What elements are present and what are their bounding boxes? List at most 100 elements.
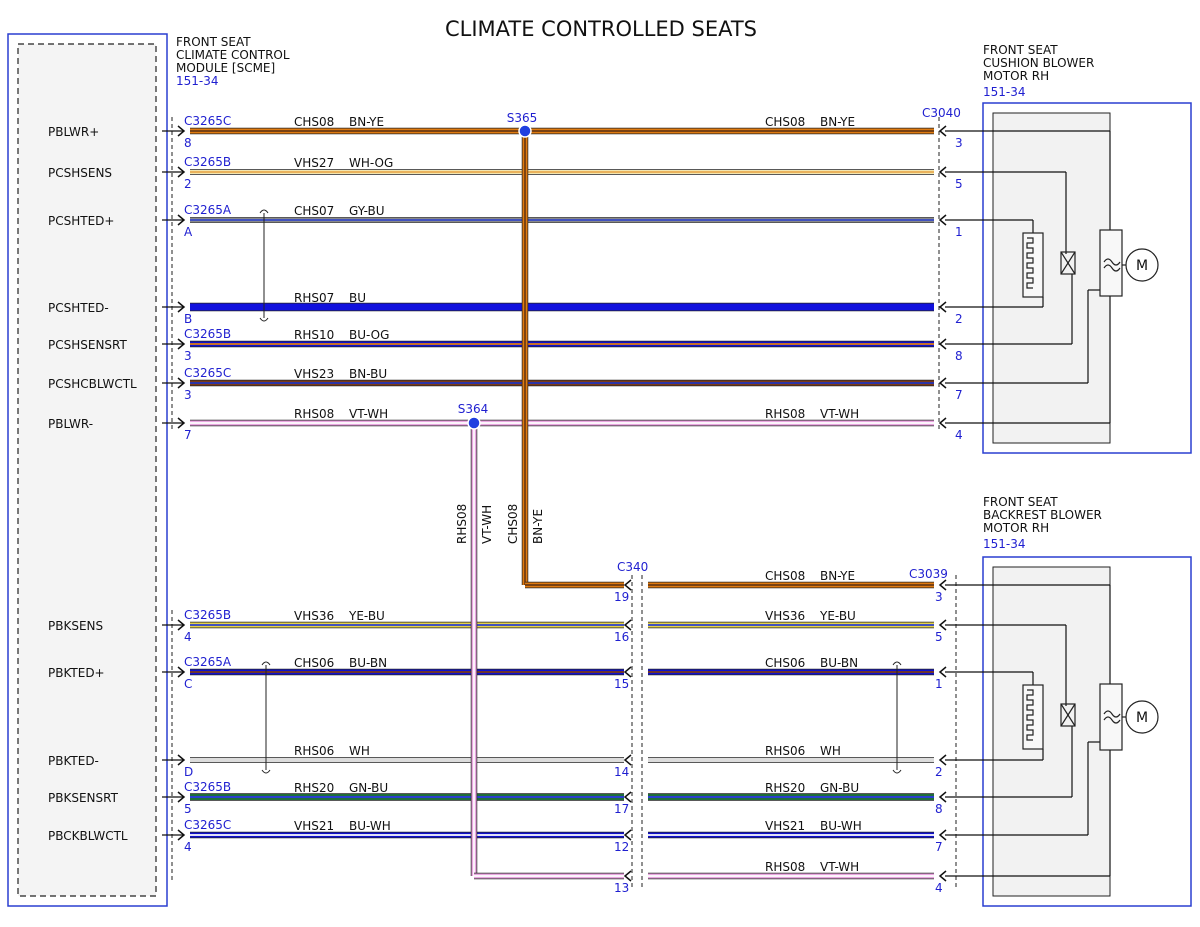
backrest-5-mid-pin: 12: [614, 840, 629, 854]
cushion-0-signal: PBLWR+: [48, 125, 99, 139]
cushion-4-signal: PCSHSENSRT: [48, 338, 128, 352]
cushion-0-right-color: BN-YE: [820, 115, 855, 129]
backrest-6-end-pin: 4: [935, 881, 943, 895]
vertical-label-rhs08: RHS08: [455, 504, 469, 544]
backrest-1-signal: PBKSENS: [48, 619, 103, 633]
backrest-internals: [1022, 683, 1159, 751]
backrest-1-arrow-out: [938, 619, 947, 631]
cushion-5-pin: 3: [184, 388, 192, 402]
cushion-2-circuit: CHS07: [294, 204, 334, 218]
backrest-2-end-pin: 1: [935, 677, 943, 691]
backrest-1-arrow-mid: [623, 619, 632, 631]
backrest-heater-element: [1022, 684, 1044, 750]
connector-c3039-label: C3039: [909, 567, 948, 581]
cushion-3-arrow-in: [177, 301, 186, 313]
cushion-1-end-pin: 5: [955, 177, 963, 191]
cushion-3-end-pin: 2: [955, 312, 963, 326]
cushion-3-circuit: RHS07: [294, 291, 334, 305]
backrest-2-right-circuit: CHS06: [765, 656, 805, 670]
scme-module-outline: [7, 33, 168, 907]
backrest-5-end-pin: 7: [935, 840, 943, 854]
cushion-2-pin: A: [184, 225, 193, 239]
backrest-1-arrow-in: [177, 619, 186, 631]
backrest-motor-symbol: M: [1136, 710, 1148, 726]
backrest-5-arrow-out: [938, 829, 947, 841]
cushion-5-arrow-in: [177, 377, 186, 389]
cushion-3-arrow-out: [938, 301, 947, 313]
backrest-6-mid-pin: 13: [614, 881, 629, 895]
backrest-5-arrow-in: [177, 829, 186, 841]
backrest-4-end-pin: 8: [935, 802, 943, 816]
cushion-4-circuit: RHS10: [294, 328, 334, 342]
backrest-3-signal: PBKTED-: [48, 754, 99, 768]
cushion-5-circuit: VHS23: [294, 367, 334, 381]
backrest-3-right-color: WH: [820, 744, 841, 758]
cushion-controller-wave-icon: [1103, 258, 1121, 272]
backrest-2-circuit: CHS06: [294, 656, 334, 670]
backrest-module-outline: [982, 556, 1192, 907]
cushion-5-signal: PCSHCBLWCTL: [48, 377, 137, 391]
cushion-4-end-pin: 8: [955, 349, 963, 363]
backrest-label-line-2: BACKREST BLOWER: [983, 508, 1102, 522]
cushion-3-signal: PCSHTED-: [48, 301, 109, 315]
cushion-6-color: VT-WH: [349, 407, 388, 421]
wires: [162, 124, 1111, 882]
cushion-1-arrow-out: [938, 166, 947, 178]
cushion-4-arrow-out: [938, 338, 947, 350]
backrest-4-arrow-out: [938, 791, 947, 803]
cushion-3-color: BU: [349, 291, 366, 305]
cushion-5-color: BN-BU: [349, 367, 387, 381]
backrest-5-right-circuit: VHS21: [765, 819, 805, 833]
connector-c3040-label: C3040: [922, 106, 961, 120]
cushion-internals: [1022, 229, 1159, 298]
backrest-thermistor-icon: [1060, 703, 1076, 727]
backrest-2-arrow-mid: [623, 666, 632, 678]
cushion-0-color: BN-YE: [349, 115, 384, 129]
scme-ref: 151-34: [176, 74, 219, 88]
backrest-4-connector: C3265B: [184, 780, 231, 794]
backrest-1-end-pin: 5: [935, 630, 943, 644]
cushion-2-arrow-in: [177, 214, 186, 226]
cushion-1-signal: PCSHSENS: [48, 166, 112, 180]
backrest-1-connector: C3265B: [184, 608, 231, 622]
backrest-0-arrow-out: [938, 579, 947, 591]
backrest-3-arrow-in: [177, 754, 186, 766]
backrest-twisted-pair-left-icon: [261, 661, 271, 774]
backrest-3-right-circuit: RHS06: [765, 744, 805, 758]
backrest-3-mid-pin: 14: [614, 765, 629, 779]
backrest-2-signal: PBKTED+: [48, 666, 105, 680]
splice-s365-label: S365: [507, 111, 538, 125]
backrest-0-mid-pin: 19: [614, 590, 629, 604]
cushion-6-right-circuit: RHS08: [765, 407, 805, 421]
backrest-0-end-pin: 3: [935, 590, 943, 604]
backrest-4-arrow-mid: [623, 791, 632, 803]
backrest-controller-wave-icon: [1103, 710, 1121, 724]
backrest-5-arrow-mid: [623, 829, 632, 841]
backrest-5-connector: C3265C: [184, 818, 231, 832]
backrest-1-right-color: YE-BU: [819, 609, 856, 623]
backrest-3-circuit: RHS06: [294, 744, 334, 758]
cushion-thermistor-icon: [1060, 251, 1076, 275]
cushion-heater-element: [1022, 232, 1044, 298]
cushion-0-right-circuit: CHS08: [765, 115, 805, 129]
cushion-0-arrow-in: [177, 125, 186, 137]
cushion-1-color: WH-OG: [349, 156, 393, 170]
cushion-6-arrow-in: [177, 417, 186, 429]
backrest-2-connector: C3265A: [184, 655, 232, 669]
cushion-1-arrow-in: [177, 166, 186, 178]
cushion-0-arrow-out: [938, 125, 947, 137]
backrest-6-arrow-mid: [623, 870, 632, 882]
diagram-title: CLIMATE CONTROLLED SEATS: [445, 17, 757, 41]
backrest-5-pin: 4: [184, 840, 192, 854]
cushion-1-pin: 2: [184, 177, 192, 191]
backrest-1-pin: 4: [184, 630, 192, 644]
cushion-2-signal: PCSHTED+: [48, 214, 114, 228]
backrest-4-color: GN-BU: [349, 781, 388, 795]
backrest-4-right-circuit: RHS20: [765, 781, 805, 795]
scme-label-line-2: CLIMATE CONTROL: [176, 48, 290, 62]
cushion-6-right-color: VT-WH: [820, 407, 859, 421]
backrest-1-mid-pin: 16: [614, 630, 629, 644]
backrest-blower-motor: FRONT SEAT BACKREST BLOWER MOTOR RH 151-…: [982, 495, 1192, 907]
cushion-2-color: GY-BU: [349, 204, 385, 218]
